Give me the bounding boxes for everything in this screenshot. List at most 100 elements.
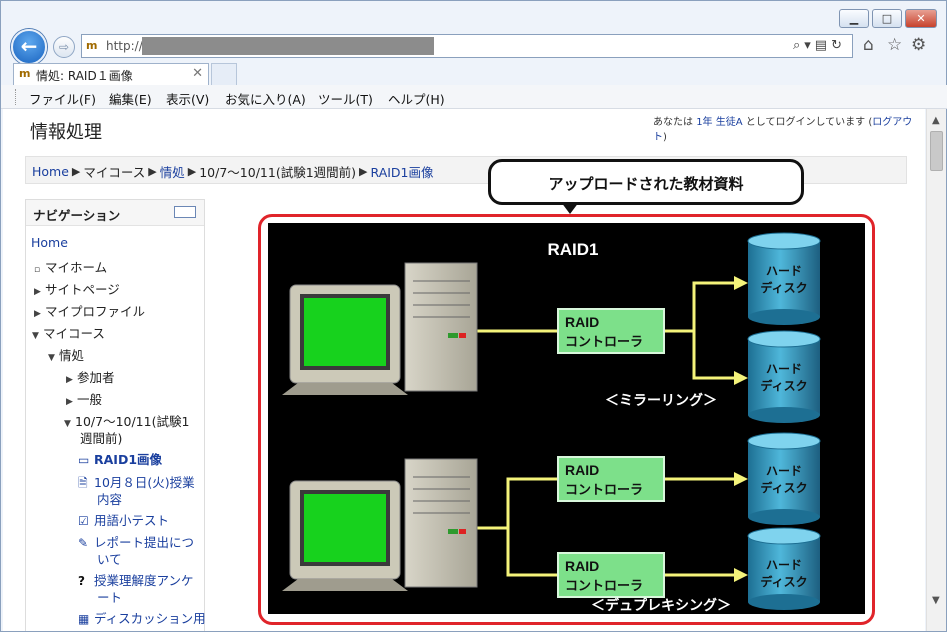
nav-course[interactable]: ▼情処 bbox=[48, 345, 84, 364]
breadcrumb-current[interactable]: RAID1画像 bbox=[370, 165, 434, 180]
nav-my-home[interactable]: ▫ マイホーム bbox=[34, 257, 107, 276]
menu-favorites[interactable]: お気に入り(A) bbox=[225, 92, 306, 107]
breadcrumb-separator-icon: ▶ bbox=[187, 165, 197, 178]
menu-tools[interactable]: ツール(T) bbox=[318, 92, 373, 107]
back-button[interactable]: ← bbox=[11, 29, 47, 65]
nav-week-label: 10/7～10/11(試験1 bbox=[75, 414, 190, 429]
breadcrumb-course[interactable]: 情処 bbox=[159, 165, 185, 180]
collapsed-arrow-icon: ▶ bbox=[66, 397, 73, 407]
user-link[interactable]: 1年 生徒A bbox=[696, 117, 743, 128]
tab-active[interactable]: m 情処: RAID１画像 ✕ bbox=[13, 63, 209, 85]
search-icon[interactable]: ⌕ bbox=[792, 38, 805, 53]
nav-item-label-cont[interactable]: 内容 bbox=[97, 492, 123, 507]
nav-item-report[interactable]: ✎レポート提出につ bbox=[78, 532, 194, 551]
nav-my-courses[interactable]: ▼マイコース bbox=[32, 323, 105, 342]
back-arrow-icon: ← bbox=[20, 34, 38, 58]
maximize-button[interactable]: □ bbox=[872, 9, 902, 28]
nav-my-courses-label: マイコース bbox=[43, 326, 105, 341]
nav-participants[interactable]: ▶参加者 bbox=[66, 367, 115, 386]
disk-1-line1: ハード bbox=[766, 264, 802, 278]
logout-link[interactable]: ログアウト bbox=[653, 117, 913, 143]
disk-2: ハード ディスク bbox=[747, 330, 821, 423]
nav-site-pages-label: サイトページ bbox=[45, 282, 120, 297]
page-icon: 🗎 bbox=[78, 476, 88, 490]
breadcrumb-my-courses[interactable]: マイコース bbox=[83, 165, 146, 180]
scroll-up-icon[interactable]: ▲ bbox=[932, 115, 940, 126]
dropdown-icon[interactable]: ▾ bbox=[804, 38, 815, 53]
cables-bottom bbox=[473, 477, 738, 577]
nav-item-lesson[interactable]: 🗎10月８日(火)授業 bbox=[78, 472, 195, 495]
nav-item-forum[interactable]: ▦ ディスカッション用 bbox=[78, 608, 206, 627]
forum-icon: ▦ bbox=[78, 612, 90, 626]
disk-1: ハード ディスク bbox=[747, 232, 821, 325]
disk-3: ハード ディスク bbox=[747, 432, 821, 525]
close-window-button[interactable]: ✕ bbox=[905, 9, 937, 28]
new-tab-button[interactable] bbox=[211, 63, 237, 85]
moodle-favicon-icon: m bbox=[86, 39, 98, 52]
diagram-title: RAID1 bbox=[547, 240, 598, 259]
breadcrumb-home[interactable]: Home bbox=[32, 164, 69, 179]
menu-edit[interactable]: 編集(E) bbox=[109, 92, 152, 107]
breadcrumb-separator-icon: ▶ bbox=[71, 165, 81, 178]
question-icon: ? bbox=[78, 574, 85, 588]
scroll-thumb[interactable] bbox=[930, 131, 943, 171]
nav-home[interactable]: Home bbox=[31, 235, 68, 250]
nav-my-profile[interactable]: ▶マイプロファイル bbox=[34, 301, 145, 320]
disk-2-line1: ハード bbox=[766, 362, 802, 376]
title-bar: ▁ □ ✕ bbox=[1, 1, 947, 31]
controller-mid-line2: コントローラ bbox=[565, 483, 643, 498]
compat-view-icon[interactable]: ▤ bbox=[814, 38, 832, 53]
collapsed-arrow-icon: ▶ bbox=[34, 309, 41, 319]
nav-item-quiz[interactable]: ☑用語小テスト bbox=[78, 510, 169, 529]
settings-gear-icon[interactable]: ⚙ bbox=[911, 35, 927, 55]
nav-item-survey[interactable]: ? 授業理解度アンケ bbox=[78, 570, 194, 589]
nav-item-label: ディスカッション用 bbox=[94, 611, 206, 626]
navigation-title: ナビゲーション bbox=[33, 208, 121, 223]
disk-2-line2: ディスク bbox=[760, 378, 807, 393]
login-info: あなたは 1年 生徒A としてログインしています (ログアウト) bbox=[653, 113, 925, 143]
callout-pointer bbox=[561, 202, 579, 214]
address-bar[interactable]: m http:// ⌕▾▤↻ bbox=[81, 34, 853, 58]
tab-title: 情処: RAID１画像 bbox=[36, 69, 133, 83]
nav-general[interactable]: ▶一般 bbox=[66, 389, 102, 408]
disk-1-line2: ディスク bbox=[760, 280, 807, 295]
breadcrumb-week[interactable]: 10/7～10/11(試験1週間前) bbox=[199, 165, 357, 180]
nav-item-label: レポート提出につ bbox=[94, 535, 195, 550]
controller-mid-line1: RAID bbox=[565, 462, 599, 478]
nav-item-raid1-image[interactable]: ▭RAID1画像 bbox=[78, 449, 162, 468]
page-content: 情報処理 あなたは 1年 生徒A としてログインしています (ログアウト) Ho… bbox=[3, 109, 925, 631]
menu-help[interactable]: ヘルプ(H) bbox=[388, 92, 445, 107]
controller-bottom: RAID コントローラ bbox=[557, 552, 665, 598]
nav-item-label-cont[interactable]: ート bbox=[97, 590, 123, 605]
nav-item-label: 授業理解度アンケ bbox=[94, 573, 194, 588]
block-collapse-icon[interactable] bbox=[174, 206, 196, 218]
menu-file[interactable]: ファイル(F) bbox=[29, 92, 96, 107]
breadcrumb-separator-icon: ▶ bbox=[359, 165, 368, 178]
tab-close-icon[interactable]: ✕ bbox=[192, 66, 203, 81]
controller-bottom-line2: コントローラ bbox=[565, 579, 643, 594]
nav-my-home-label: マイホーム bbox=[45, 260, 108, 275]
home-icon[interactable]: ⌂ bbox=[863, 35, 874, 55]
bullet-icon: ▫ bbox=[34, 265, 41, 275]
vertical-scrollbar[interactable]: ▲ ▼ bbox=[926, 109, 946, 631]
forward-button[interactable]: ⇨ bbox=[53, 36, 75, 58]
minimize-button[interactable]: ▁ bbox=[839, 9, 869, 28]
controller-top: RAID コントローラ bbox=[557, 308, 665, 354]
scroll-down-icon[interactable]: ▼ bbox=[932, 595, 940, 606]
moodle-favicon-icon: m bbox=[19, 67, 31, 80]
address-actions: ⌕▾▤↻ bbox=[793, 38, 846, 53]
nav-item-label-cont[interactable]: いて bbox=[97, 552, 122, 567]
quiz-check-icon: ☑ bbox=[78, 514, 89, 528]
favorites-star-icon[interactable]: ☆ bbox=[887, 35, 903, 55]
expanded-arrow-icon: ▼ bbox=[64, 419, 71, 429]
nav-site-pages[interactable]: ▶サイトページ bbox=[34, 279, 120, 298]
menu-view[interactable]: 表示(V) bbox=[166, 92, 210, 107]
disk-3-line2: ディスク bbox=[760, 480, 807, 495]
refresh-icon[interactable]: ↻ bbox=[831, 38, 846, 53]
controller-top-line1: RAID bbox=[565, 314, 599, 330]
nav-participants-label: 参加者 bbox=[77, 370, 115, 385]
controller-mid: RAID コントローラ bbox=[557, 456, 665, 502]
computer-bottom bbox=[282, 458, 478, 591]
nav-week[interactable]: ▼ 10/7～10/11(試験1 bbox=[64, 411, 189, 430]
